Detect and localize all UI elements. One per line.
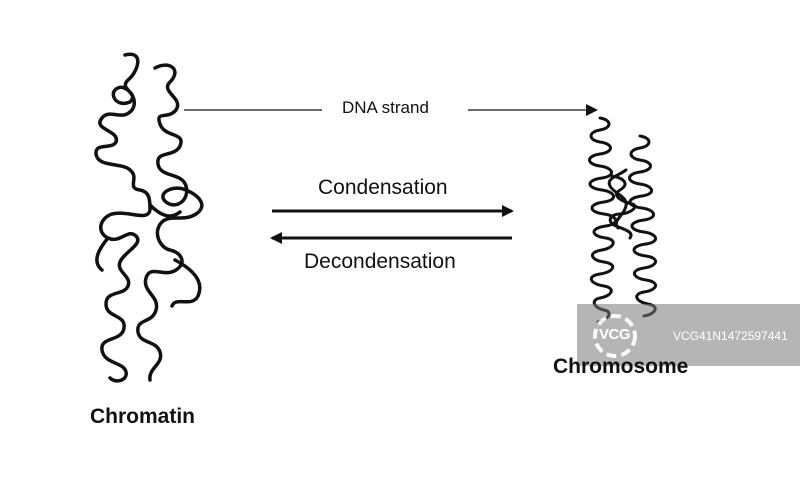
chromatin-label: Chromatin bbox=[90, 405, 195, 428]
chromosome-coils bbox=[588, 116, 657, 324]
watermark-band: VCG VCG41N1472597441 bbox=[577, 304, 800, 366]
watermark-logo-icon bbox=[593, 314, 637, 358]
watermark-brand: VCG bbox=[599, 326, 631, 343]
chromatin-strand bbox=[94, 52, 204, 383]
watermark-id: VCG41N1472597441 bbox=[673, 329, 788, 343]
condensation-label: Condensation bbox=[318, 176, 448, 199]
dna-strand-label: DNA strand bbox=[342, 98, 429, 117]
chromosome-label: Chromosome bbox=[553, 355, 689, 378]
decondensation-label: Decondensation bbox=[304, 250, 456, 273]
